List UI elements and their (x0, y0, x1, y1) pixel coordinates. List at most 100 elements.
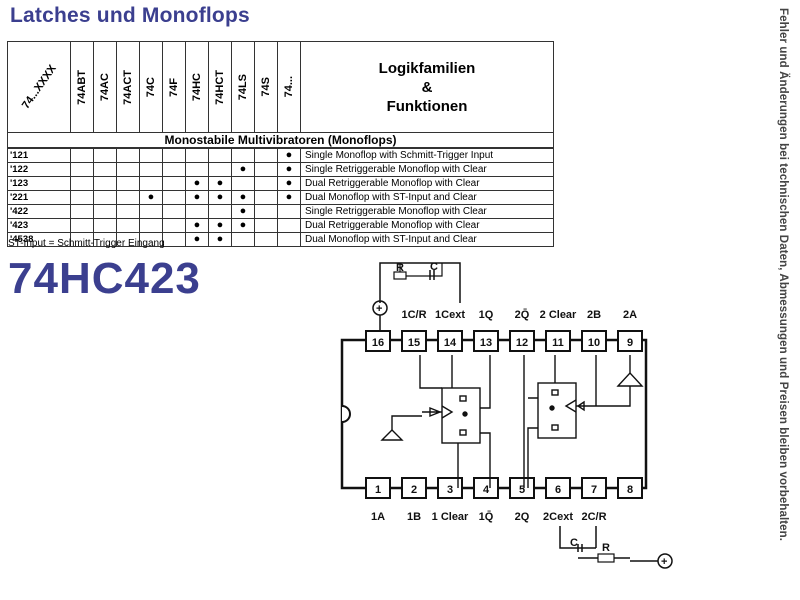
svg-text:16: 16 (372, 337, 384, 349)
bottom-pin-label: 1A (371, 511, 385, 523)
family-cell (93, 218, 117, 233)
pin-12: 12 (509, 330, 535, 352)
family-cell: ● (277, 176, 301, 191)
family-cell: ● (185, 176, 209, 191)
svg-text:15: 15 (408, 337, 420, 349)
availability-dot-icon: ● (285, 163, 293, 175)
top-pin-label: 1C/R (401, 309, 426, 321)
availability-dot-icon: ● (285, 191, 293, 203)
availability-dot-icon: ● (147, 191, 155, 203)
family-cell (162, 176, 186, 191)
family-cell: ● (208, 218, 232, 233)
ic-notch (341, 405, 351, 423)
availability-dot-icon: ● (193, 191, 201, 203)
pin-8: 8 (617, 477, 643, 499)
pin-2: 2 (401, 477, 427, 499)
family-cell (70, 204, 94, 219)
svg-text:8: 8 (627, 484, 633, 496)
family-cell: ● (277, 162, 301, 177)
family-cell (70, 147, 94, 163)
svg-text:10: 10 (588, 337, 600, 349)
table-row: '423●●●Dual Retriggerable Monoflop with … (7, 218, 554, 233)
svg-text:12: 12 (516, 337, 528, 349)
family-cell (139, 162, 163, 177)
availability-dot-icon: ● (239, 205, 247, 217)
bottom-pin-label: 1 Clear (432, 511, 469, 523)
pin-4: 4 (473, 477, 499, 499)
family-cell: ● (208, 176, 232, 191)
family-cell (70, 218, 94, 233)
part-code: '221 (7, 190, 71, 205)
pin-13: 13 (473, 330, 499, 352)
pin-6: 6 (545, 477, 571, 499)
svg-text:R: R (602, 542, 610, 554)
function-description: Dual Monoflop with ST-Input and Clear (300, 190, 554, 205)
family-cell (93, 176, 117, 191)
availability-dot-icon: ● (239, 163, 247, 175)
table-row: '121●Single Monoflop with Schmitt-Trigge… (7, 147, 554, 163)
family-cell: ● (208, 190, 232, 205)
availability-dot-icon: ● (285, 177, 293, 189)
family-cell (254, 176, 278, 191)
family-cell: ● (139, 190, 163, 205)
family-cell: ● (231, 218, 255, 233)
availability-dot-icon: ● (239, 219, 247, 231)
family-cell (93, 204, 117, 219)
svg-text:14: 14 (444, 337, 457, 349)
top-pin-label: 2 Clear (540, 309, 577, 321)
family-cell (208, 147, 232, 163)
pin-5: 5 (509, 477, 535, 499)
availability-dot-icon: ● (193, 177, 201, 189)
top-pin-label: 1Q (479, 309, 494, 321)
family-cell (254, 162, 278, 177)
family-cell (231, 176, 255, 191)
family-cell: ● (277, 190, 301, 205)
availability-dot-icon: ● (216, 233, 224, 245)
family-cell (254, 218, 278, 233)
pin-1: 1 (365, 477, 391, 499)
availability-dot-icon: ● (216, 219, 224, 231)
family-cell (231, 232, 255, 247)
table-row: '221●●●●●Dual Monoflop with ST-Input and… (7, 190, 554, 205)
top-pin-label: 2A (623, 309, 637, 321)
svg-text:5: 5 (519, 484, 525, 496)
family-cell (70, 176, 94, 191)
family-cell (116, 204, 140, 219)
family-cell (231, 147, 255, 163)
pin-14: 14 (437, 330, 463, 352)
family-cell (254, 147, 278, 163)
family-header-5: 74HC (185, 41, 209, 133)
svg-text:9: 9 (627, 337, 633, 349)
svg-text:7: 7 (591, 484, 597, 496)
pin-9: 9 (617, 330, 643, 352)
family-cell (139, 176, 163, 191)
family-cell (162, 204, 186, 219)
svg-text:1: 1 (375, 484, 381, 496)
family-cell: ● (185, 218, 209, 233)
bottom-pin-label: 2C/R (581, 511, 606, 523)
function-description: Dual Retriggerable Monoflop with Clear (300, 218, 554, 233)
table-row: '122●●Single Retriggerable Monoflop with… (7, 162, 554, 177)
family-cell: ● (185, 232, 209, 247)
availability-dot-icon: ● (285, 149, 293, 161)
svg-text:2: 2 (411, 484, 417, 496)
family-cell (70, 190, 94, 205)
top-pin-label: 2Q̄ (515, 309, 530, 321)
monoflop-2 (523, 355, 644, 488)
svg-text:6: 6 (555, 484, 561, 496)
availability-dot-icon: ● (216, 191, 224, 203)
family-header-2: 74ACT (116, 41, 140, 133)
top-pin-label: 2B (587, 309, 601, 321)
family-header-4: 74F (162, 41, 186, 133)
family-cell (139, 147, 163, 163)
family-cell (277, 218, 301, 233)
disclaimer-note: Fehler und Änderungen bei technischen Da… (777, 8, 789, 542)
function-description: Dual Retriggerable Monoflop with Clear (300, 176, 554, 191)
pin-3: 3 (437, 477, 463, 499)
family-header-0: 74ABT (70, 41, 94, 133)
family-cell (208, 204, 232, 219)
part-number: 74HC423 (8, 254, 201, 303)
